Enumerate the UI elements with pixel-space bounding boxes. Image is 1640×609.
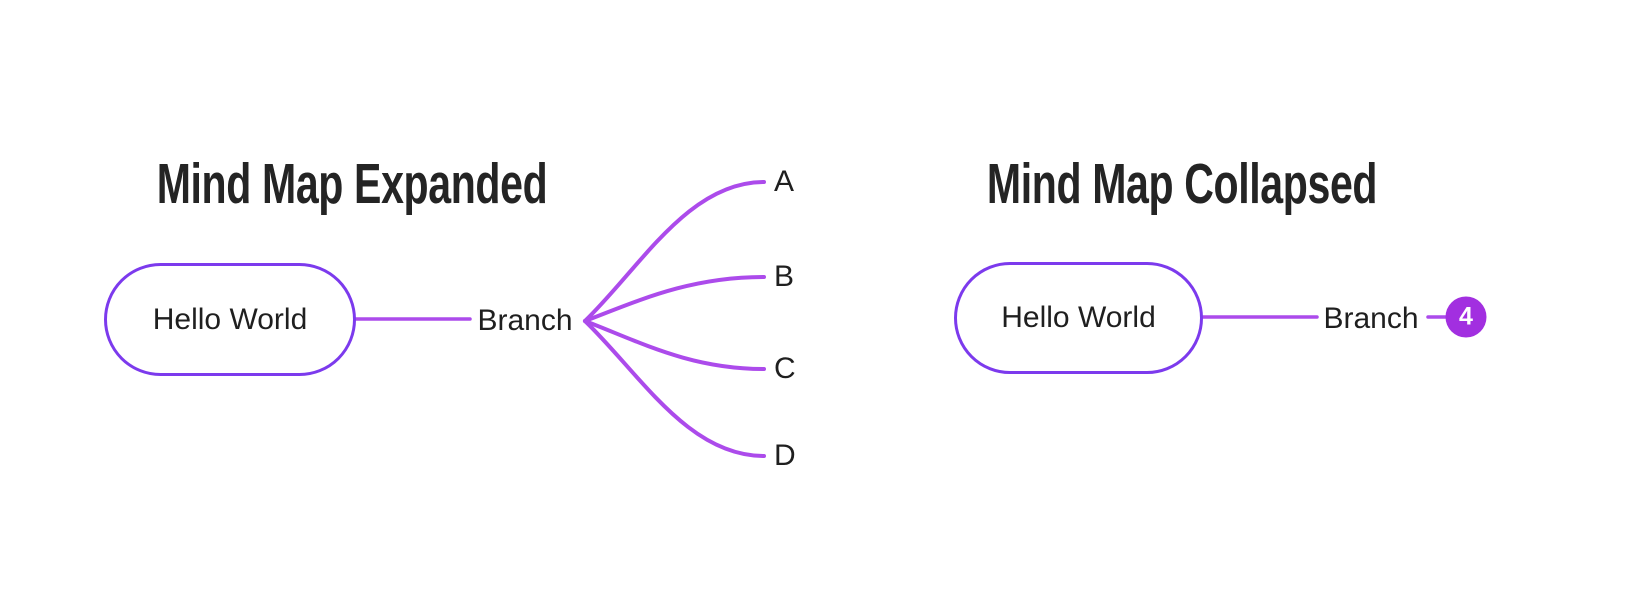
leaf-node-d[interactable]: D [774, 439, 796, 472]
edge-branch-to-b [583, 275, 766, 323]
leaf-node-c[interactable]: C [774, 352, 796, 385]
leaf-node-b[interactable]: B [774, 260, 795, 293]
root-node-collapsed[interactable]: Hello World [954, 262, 1203, 374]
branch-node-expanded[interactable]: Branch [477, 304, 573, 337]
collapsed-title: Mind Map Collapsed [986, 152, 1378, 217]
root-node-expanded[interactable]: Hello World [104, 263, 356, 376]
root-node-label: Hello World [1001, 301, 1156, 334]
edge-branch-to-a [583, 180, 766, 323]
edge-branch-to-d [583, 319, 766, 458]
leaf-node-a[interactable]: A [774, 165, 795, 198]
collapsed-count-badge[interactable]: 4 [1445, 296, 1487, 338]
expanded-title: Mind Map Expanded [156, 152, 548, 217]
edge-branch-to-c [583, 319, 766, 371]
root-node-label: Hello World [152, 302, 308, 336]
branch-node-collapsed[interactable]: Branch [1323, 302, 1419, 335]
